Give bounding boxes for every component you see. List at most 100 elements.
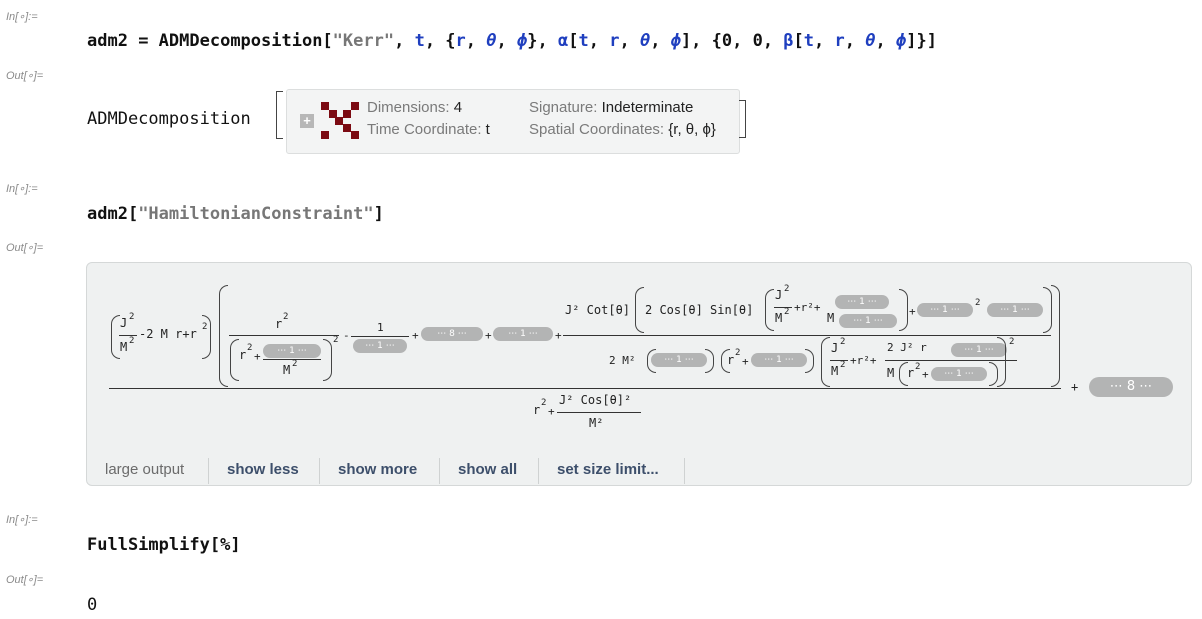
fraction-bar bbox=[229, 335, 339, 336]
field-key: Time Coordinate: bbox=[367, 121, 482, 138]
elided-pill[interactable]: ⋯ 1 ⋯ bbox=[751, 353, 807, 367]
out-label-3: Out[∘]= bbox=[6, 574, 44, 586]
math-r: r bbox=[239, 348, 247, 362]
fraction-bar bbox=[557, 412, 641, 413]
math-r: r bbox=[533, 403, 541, 417]
code-variable: β bbox=[783, 31, 794, 51]
code-token: , bbox=[619, 31, 640, 51]
elided-pill[interactable]: ⋯ 1 ⋯ bbox=[651, 353, 707, 367]
elided-pill[interactable]: ⋯ 1 ⋯ bbox=[263, 344, 321, 358]
code-token: ]}] bbox=[906, 31, 937, 51]
elided-pill[interactable]: ⋯ 1 ⋯ bbox=[835, 295, 889, 309]
code-token: , bbox=[814, 31, 835, 51]
field-value: 4 bbox=[453, 99, 463, 116]
math-2j2r: 2 J² r bbox=[887, 341, 927, 354]
code-variable: ϕ bbox=[670, 31, 681, 51]
math-plus: + bbox=[555, 329, 562, 342]
code-variable: r bbox=[455, 31, 466, 51]
code-string: "Kerr" bbox=[332, 31, 395, 51]
math-plus: + bbox=[922, 368, 929, 381]
code-variable: ϕ bbox=[896, 31, 907, 51]
math-cot-term: J² Cot[θ] bbox=[565, 303, 631, 317]
adm-decomposition-icon bbox=[321, 102, 359, 140]
right-bracket bbox=[739, 100, 746, 138]
elided-pill[interactable]: ⋯ 1 ⋯ bbox=[353, 339, 407, 353]
output-value: 0 bbox=[87, 595, 98, 615]
elided-pill[interactable]: ⋯ 1 ⋯ bbox=[493, 327, 553, 341]
input-cell-1[interactable]: adm2 = ADMDecomposition["Kerr", t, {r, θ… bbox=[87, 31, 937, 51]
elided-pill[interactable]: ⋯ 1 ⋯ bbox=[987, 303, 1043, 317]
show-all-button[interactable]: show all bbox=[458, 461, 518, 478]
paren-right bbox=[705, 349, 714, 373]
fraction-bar bbox=[774, 307, 792, 308]
show-less-button[interactable]: show less bbox=[227, 461, 299, 478]
elided-pill[interactable]: ⋯ 1 ⋯ bbox=[917, 303, 973, 317]
fraction-bar bbox=[885, 360, 1017, 361]
code-variable: r bbox=[609, 31, 620, 51]
paren-right bbox=[323, 339, 332, 381]
math-cos-sin: 2 Cos[θ] Sin[θ] bbox=[645, 303, 754, 317]
code-token: , bbox=[496, 31, 518, 51]
elided-pill[interactable]: ⋯ 1 ⋯ bbox=[931, 367, 987, 381]
time-coordinate-field: Time Coordinate: t bbox=[367, 121, 490, 138]
code-token: FullSimplify[ bbox=[87, 535, 221, 555]
math-term: +r²+ bbox=[850, 354, 877, 367]
large-output-toolbar: large output show less show more show al… bbox=[87, 458, 1191, 484]
math-sup: 2 bbox=[292, 359, 298, 369]
code-token: , { bbox=[424, 31, 456, 51]
elided-pill[interactable]: ⋯ 1 ⋯ bbox=[951, 343, 1007, 357]
code-variable: t bbox=[803, 31, 815, 51]
code-token: , bbox=[650, 31, 671, 51]
toolbar-divider bbox=[208, 458, 209, 484]
fraction-bar bbox=[351, 336, 409, 337]
math-plus: + bbox=[254, 350, 261, 363]
toolbar-divider bbox=[684, 458, 685, 484]
math-r: r bbox=[727, 353, 735, 367]
show-more-button[interactable]: show more bbox=[338, 461, 418, 478]
paren-right bbox=[997, 337, 1006, 387]
math-minus: - bbox=[343, 329, 350, 342]
big-paren-right bbox=[1051, 285, 1060, 387]
math-term: +r²+ bbox=[794, 301, 821, 314]
code-token: , bbox=[465, 31, 487, 51]
spatial-coordinates-field: Spatial Coordinates: {r, θ, ϕ} bbox=[529, 121, 716, 138]
math-one: 1 bbox=[377, 321, 384, 334]
left-bracket bbox=[276, 91, 283, 139]
math-2m2: 2 M² bbox=[609, 354, 636, 367]
math-sup: 2 bbox=[840, 337, 846, 347]
math-j: J bbox=[831, 341, 839, 355]
code-variable: r bbox=[834, 31, 845, 51]
field-key: Signature: bbox=[529, 99, 598, 116]
math-j: J bbox=[120, 316, 128, 330]
paren-left bbox=[821, 337, 830, 387]
paren-left bbox=[765, 289, 774, 331]
code-variable: θ bbox=[865, 31, 876, 51]
math-plus: + bbox=[485, 329, 492, 342]
paren-right bbox=[805, 349, 814, 373]
input-cell-3[interactable]: FullSimplify[%] bbox=[87, 535, 241, 555]
elided-pill[interactable]: ⋯ 8 ⋯ bbox=[421, 327, 483, 341]
math-plus: + bbox=[412, 329, 419, 342]
field-value: t bbox=[485, 121, 490, 138]
paren-left bbox=[111, 315, 120, 359]
fraction-bar bbox=[263, 359, 321, 360]
set-size-limit-button[interactable]: set size limit... bbox=[557, 461, 659, 478]
code-token: [ bbox=[568, 31, 579, 51]
input-cell-2[interactable]: adm2["HamiltonianConstraint"] bbox=[87, 204, 384, 224]
math-sup: 2 bbox=[784, 307, 790, 317]
code-token: adm2 bbox=[87, 31, 128, 51]
plus-icon[interactable]: + bbox=[300, 114, 314, 128]
field-value: Indeterminate bbox=[601, 99, 694, 116]
elided-pill[interactable]: ⋯ 1 ⋯ bbox=[839, 314, 897, 328]
math-plus: + bbox=[1071, 380, 1079, 394]
math-m: M bbox=[887, 366, 895, 380]
code-token: ] bbox=[230, 535, 241, 555]
fraction-bar bbox=[830, 360, 848, 361]
code-variable: α bbox=[557, 31, 569, 51]
math-r: r bbox=[275, 317, 283, 331]
field-value: {r, θ, ϕ} bbox=[668, 121, 716, 138]
elided-pill-large[interactable]: ⋯ 8 ⋯ bbox=[1089, 377, 1173, 397]
math-m: M bbox=[120, 340, 128, 354]
big-paren-left bbox=[219, 285, 228, 387]
code-token: , bbox=[875, 31, 896, 51]
